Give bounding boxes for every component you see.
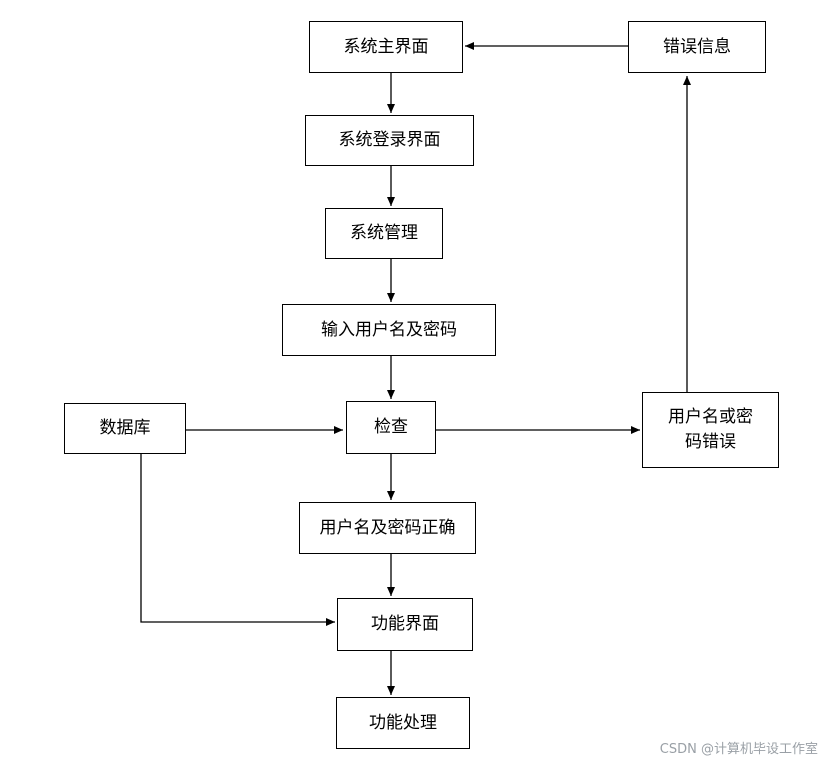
node-error-info: 错误信息 [628, 21, 766, 73]
node-check-label: 检查 [374, 417, 408, 438]
node-function-process: 功能处理 [336, 697, 470, 749]
node-system-mgmt-label: 系统管理 [350, 223, 418, 244]
node-check: 检查 [346, 401, 436, 454]
node-input-credentials: 输入用户名及密码 [282, 304, 496, 356]
node-database-label: 数据库 [99, 418, 151, 439]
node-error-info-label: 错误信息 [663, 36, 731, 57]
node-system-mgmt: 系统管理 [325, 208, 443, 259]
edge-database-to-function [140, 454, 335, 626]
node-main-ui: 系统主界面 [309, 21, 463, 73]
node-database: 数据库 [64, 403, 186, 454]
node-function-ui-label: 功能界面 [371, 614, 439, 635]
node-credentials-correct: 用户名及密码正确 [299, 502, 476, 554]
node-function-ui: 功能界面 [337, 598, 473, 651]
node-credentials-correct-label: 用户名及密码正确 [319, 517, 456, 538]
node-function-process-label: 功能处理 [369, 712, 437, 733]
node-login-ui: 系统登录界面 [305, 115, 474, 166]
node-login-ui-label: 系统登录界面 [338, 130, 441, 151]
node-input-credentials-label: 输入用户名及密码 [321, 319, 457, 340]
watermark: CSDN @计算机毕设工作室 [659, 742, 818, 757]
node-credential-error: 用户名或密码错误 [642, 392, 779, 468]
node-main-ui-label: 系统主界面 [343, 36, 429, 57]
node-credential-error-label: 用户名或密码错误 [668, 407, 753, 452]
